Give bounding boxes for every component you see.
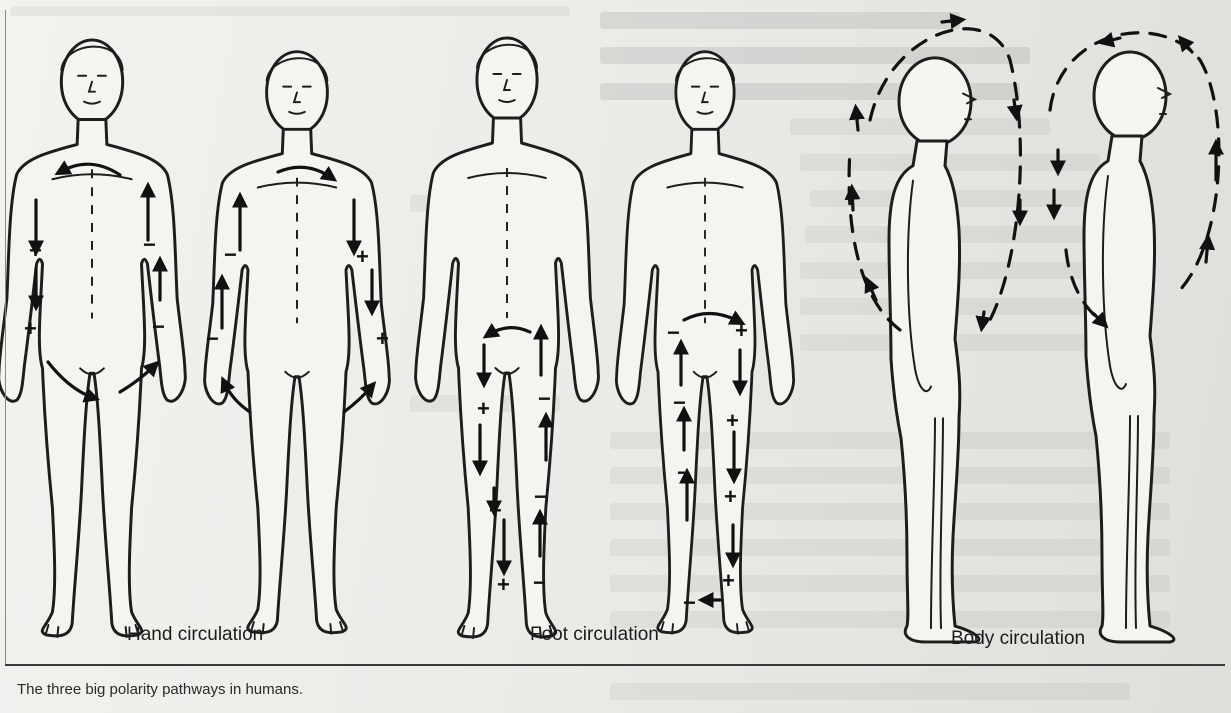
sign-plus: + [376, 326, 389, 351]
body-male-figure [889, 58, 979, 642]
sign-minus: − [206, 326, 219, 351]
sign-plus: + [489, 498, 502, 523]
sign-plus: + [477, 396, 490, 421]
sign-minus: − [538, 386, 551, 411]
foot-male-figure [416, 38, 599, 638]
sign-plus: + [24, 316, 37, 341]
sign-minus: − [534, 484, 547, 509]
sign-plus: + [29, 238, 42, 263]
foot-circulation-caption: Foot circulation [530, 624, 659, 646]
sign-minus: − [533, 570, 546, 595]
sign-plus: + [724, 484, 737, 509]
sign-minus: − [152, 314, 165, 339]
sign-minus: − [677, 460, 690, 485]
sign-minus: − [143, 232, 156, 257]
hand-female-figure [205, 52, 390, 634]
sign-minus: − [667, 320, 680, 345]
sign-plus: + [722, 568, 735, 593]
body-circulation-caption: Body circulation [951, 628, 1085, 650]
figure-frame-left [5, 10, 6, 664]
figure-note: The three big polarity pathways in human… [17, 681, 303, 698]
sign-minus: − [224, 242, 237, 267]
sign-minus: − [683, 590, 696, 615]
sign-plus: + [356, 244, 369, 269]
sign-plus: + [726, 408, 739, 433]
sign-plus: + [735, 318, 748, 343]
foot-female-figure [616, 52, 793, 634]
figure-divider [5, 664, 1225, 666]
sign-minus: − [673, 390, 686, 415]
body-female-figure [1084, 52, 1174, 642]
sign-plus: + [497, 572, 510, 597]
hand-circulation-caption: Hand circulation [127, 624, 263, 646]
